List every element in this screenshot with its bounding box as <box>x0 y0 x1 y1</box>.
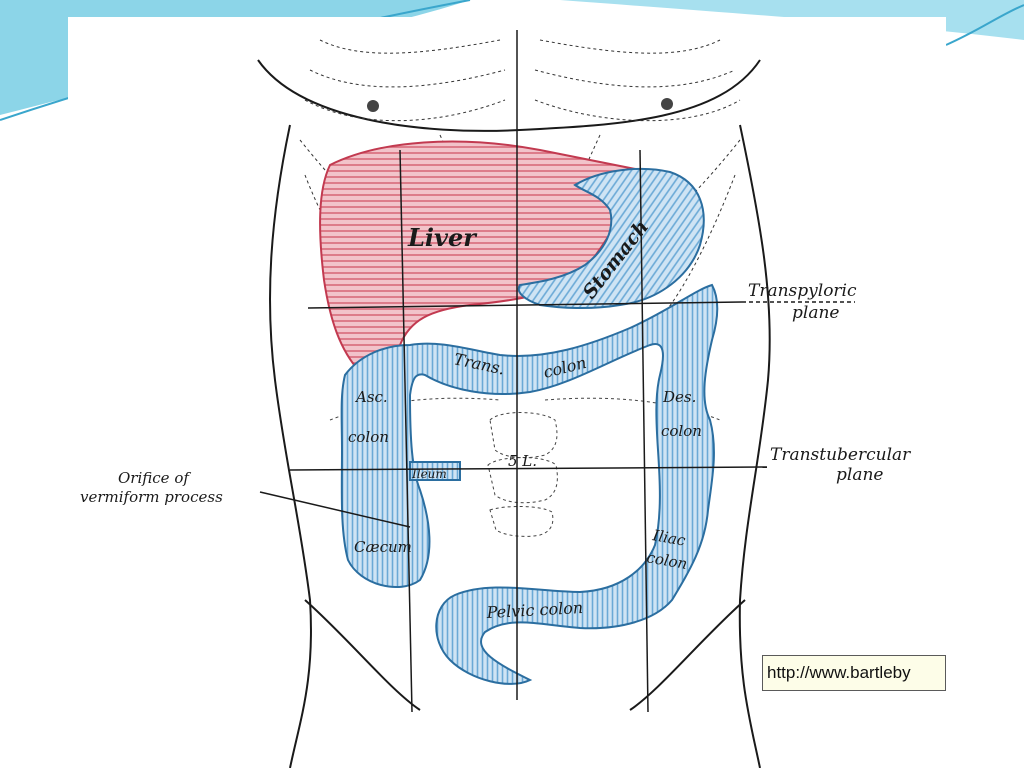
rib <box>319 39 501 54</box>
slide-wave-top-right-line <box>945 4 1024 46</box>
rib <box>534 69 736 88</box>
label-liver: Liver <box>407 223 478 252</box>
nipples <box>367 98 673 112</box>
label-transpyloric: Transpyloric <box>748 281 857 301</box>
label-des: Des. <box>662 388 696 406</box>
vertebra-outline <box>489 412 558 459</box>
label-vermiform-process: vermiform process <box>80 488 223 506</box>
slide-wave-top-right <box>560 0 1024 40</box>
nipple-left <box>367 100 379 112</box>
source-url-tooltip: http://www.bartleby <box>762 655 946 691</box>
rib <box>649 174 736 331</box>
label-asc: Asc. <box>354 388 388 406</box>
stomach-shape <box>517 167 705 310</box>
rib <box>309 69 506 88</box>
label-asc-colon: colon <box>348 428 389 446</box>
label-iliac: Iliac <box>650 526 687 550</box>
region-grid <box>259 30 855 713</box>
vertebra-outline <box>489 505 554 537</box>
ileum-shape <box>409 461 461 481</box>
label-vertebra: 5 L. <box>508 452 537 470</box>
label-caecum: Cæcum <box>354 538 412 556</box>
label-transtubercular-plane: plane <box>836 465 883 485</box>
left-lateral-line <box>639 149 649 713</box>
rib <box>539 39 721 54</box>
label-transtubercular: Transtubercular <box>770 445 911 465</box>
label-des-colon: colon <box>661 422 702 440</box>
label-orifice-of: Orifice of <box>118 469 191 487</box>
torso-outline <box>257 59 771 768</box>
label-ileum: Ileum <box>411 467 447 481</box>
rib <box>304 174 401 331</box>
orifice-pointer <box>259 491 411 528</box>
left-side-line <box>269 124 312 768</box>
large-intestine-shape <box>340 283 719 685</box>
nipple-right <box>661 98 673 110</box>
right-side-line <box>738 124 771 768</box>
label-transpyloric-plane: plane <box>792 303 839 323</box>
chest-line <box>257 59 761 132</box>
right-lateral-line <box>399 149 413 713</box>
rib <box>534 99 741 122</box>
liver-shape <box>319 140 642 374</box>
transpyloric-line <box>307 301 743 309</box>
pelvis-line <box>304 599 746 711</box>
transtubercular-line <box>289 466 768 471</box>
